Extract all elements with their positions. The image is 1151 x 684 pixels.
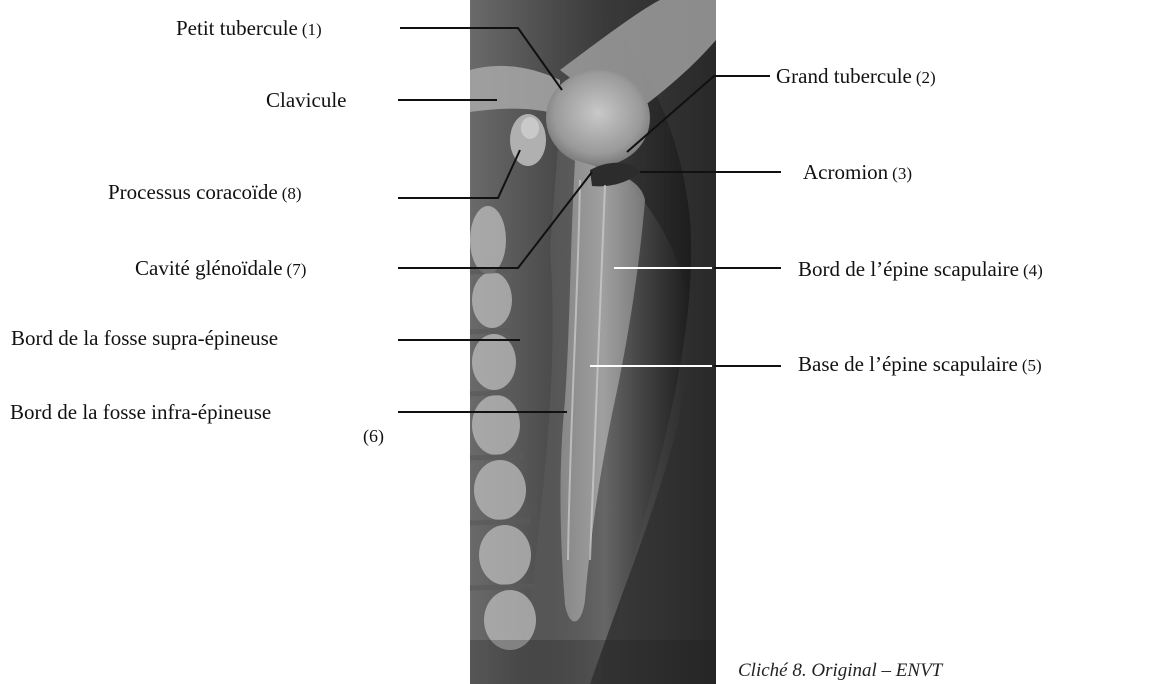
label-grand-tubercule: Grand tubercule(2) xyxy=(776,64,936,90)
label-acromion: Acromion(3) xyxy=(803,160,912,186)
label-processus-coracoide-num: (8) xyxy=(282,184,302,203)
label-fosse-infra: Bord de la fosse infra-épineuse (6) xyxy=(10,400,392,448)
label-base-epine-num: (5) xyxy=(1022,356,1042,375)
label-fosse-supra-name: Bord de la fosse supra-épineuse xyxy=(11,326,278,350)
label-processus-coracoide-name: Processus coracoïde xyxy=(108,180,278,204)
label-grand-tubercule-name: Grand tubercule xyxy=(776,64,912,88)
humeral-head xyxy=(546,70,650,166)
label-fosse-infra-name: Bord de la fosse infra-épineuse xyxy=(10,400,392,424)
label-base-epine-name: Base de l’épine scapulaire xyxy=(798,352,1018,376)
label-grand-tubercule-num: (2) xyxy=(916,68,936,87)
label-bord-epine-name: Bord de l’épine scapulaire xyxy=(798,257,1019,281)
label-acromion-name: Acromion xyxy=(803,160,888,184)
label-petit-tubercule: Petit tubercule(1) xyxy=(176,16,322,42)
label-bord-epine-num: (4) xyxy=(1023,261,1043,280)
label-clavicule-name: Clavicule xyxy=(266,88,346,112)
label-petit-tubercule-name: Petit tubercule xyxy=(176,16,298,40)
figure-caption: Cliché 8. Original – ENVT xyxy=(738,660,942,682)
label-clavicule: Clavicule xyxy=(266,88,346,112)
label-acromion-num: (3) xyxy=(892,164,912,183)
label-base-epine: Base de l’épine scapulaire(5) xyxy=(798,352,1042,378)
label-bord-epine: Bord de l’épine scapulaire(4) xyxy=(798,257,1043,283)
label-cavite-glenoidale-num: (7) xyxy=(287,260,307,279)
label-petit-tubercule-num: (1) xyxy=(302,20,322,39)
label-cavite-glenoidale-name: Cavité glénoïdale xyxy=(135,256,283,280)
label-fosse-supra: Bord de la fosse supra-épineuse xyxy=(11,326,278,350)
label-processus-coracoide: Processus coracoïde(8) xyxy=(108,180,302,206)
label-fosse-infra-num: (6) xyxy=(10,424,392,448)
label-cavite-glenoidale: Cavité glénoïdale(7) xyxy=(135,256,306,282)
